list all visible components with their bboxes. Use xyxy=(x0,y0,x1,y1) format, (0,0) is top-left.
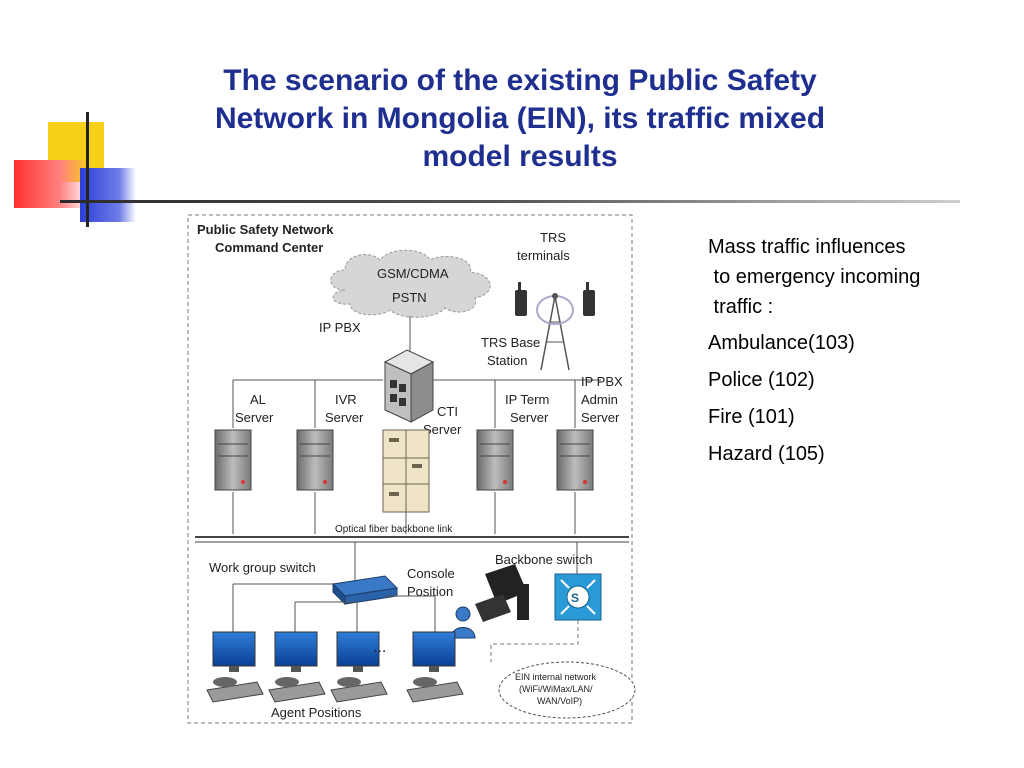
ip-pbx-device-icon xyxy=(383,349,435,423)
console-computer-icon xyxy=(475,564,529,622)
cti-label-2: Server xyxy=(423,422,462,437)
backbone-switch-label: Backbone switch xyxy=(495,552,593,567)
ein-label-1: EIN internal network xyxy=(515,672,597,682)
title-line-1: The scenario of the existing Public Safe… xyxy=(223,64,817,97)
agent-workstation-3 xyxy=(330,631,388,703)
trs-base-label-1: TRS Base xyxy=(481,335,540,350)
ivr-label-1: IVR xyxy=(335,392,357,407)
more-agents-ellipsis: ... xyxy=(373,639,386,656)
admin-label-3: Server xyxy=(581,410,620,425)
ipterm-server-icon xyxy=(476,429,514,491)
title-divider xyxy=(60,200,960,203)
intro-line-1: Mass traffic influences xyxy=(708,236,906,258)
page-title: The scenario of the existing Public Safe… xyxy=(140,62,900,176)
pstn-cloud xyxy=(330,249,491,318)
al-server-icon xyxy=(214,429,252,491)
traffic-notes: Mass traffic influences to emergency inc… xyxy=(708,232,920,469)
console-label-1: Console xyxy=(407,566,455,581)
admin-label-2: Admin xyxy=(581,392,618,407)
ein-label-3: WAN/VoIP) xyxy=(537,696,582,706)
intro-line-3: traffic : xyxy=(708,296,774,318)
fiber-label: Optical fiber backbone link xyxy=(335,524,453,535)
cti-label-1: CTI xyxy=(437,404,458,419)
work-group-switch-icon xyxy=(331,575,399,606)
agent-positions-label: Agent Positions xyxy=(271,705,362,720)
ip-pbx-label: IP PBX xyxy=(319,320,361,335)
admin-label-1: IP PBX xyxy=(581,374,623,389)
radio-icon xyxy=(515,282,595,316)
ipterm-label-1: IP Term xyxy=(505,392,549,407)
cloud-label-pstn: PSTN xyxy=(392,290,427,305)
item-ambulance: Ambulance(103) xyxy=(708,332,855,354)
cloud-label-gsm: GSM/CDMA xyxy=(377,266,449,281)
ein-label-2: (WiFi/WiMax/LAN/ xyxy=(519,684,593,694)
ein-network-cloud xyxy=(498,661,636,719)
item-fire: Fire (101) xyxy=(708,406,795,428)
title-line-3: model results xyxy=(422,140,618,173)
center-label-2: Command Center xyxy=(215,240,323,255)
trs-base-label-2: Station xyxy=(487,353,527,368)
trs-tower-icon xyxy=(536,293,574,371)
item-hazard: Hazard (105) xyxy=(708,443,825,465)
ipterm-label-2: Server xyxy=(510,410,549,425)
wg-switch-label: Work group switch xyxy=(209,560,316,575)
center-label-1: Public Safety Network xyxy=(197,222,334,237)
decor-blue-square xyxy=(80,168,136,222)
item-police: Police (102) xyxy=(708,369,815,391)
al-label-2: Server xyxy=(235,410,274,425)
ivr-server-icon xyxy=(296,429,334,491)
agent-workstation-4 xyxy=(406,631,464,703)
ivr-label-2: Server xyxy=(325,410,364,425)
operator-user-icon xyxy=(450,606,476,639)
trs-label-1: TRS xyxy=(540,230,566,245)
decor-vertical-line xyxy=(86,112,89,227)
intro-line-2: to emergency incoming xyxy=(708,266,921,288)
agent-workstation-2 xyxy=(268,631,326,703)
backbone-switch-icon: S xyxy=(554,573,602,621)
title-line-2: Network in Mongolia (EIN), its traffic m… xyxy=(214,102,826,135)
console-label-2: Position xyxy=(407,584,453,599)
network-diagram: Public Safety Network Command Center GSM… xyxy=(187,214,636,724)
trs-label-2: terminals xyxy=(517,248,570,263)
svg-text:S: S xyxy=(571,591,579,605)
agent-workstation-1 xyxy=(206,631,264,703)
al-label-1: AL xyxy=(250,392,266,407)
admin-server-icon xyxy=(556,429,594,491)
ein-link xyxy=(490,620,579,662)
cti-server-icon xyxy=(382,429,430,513)
